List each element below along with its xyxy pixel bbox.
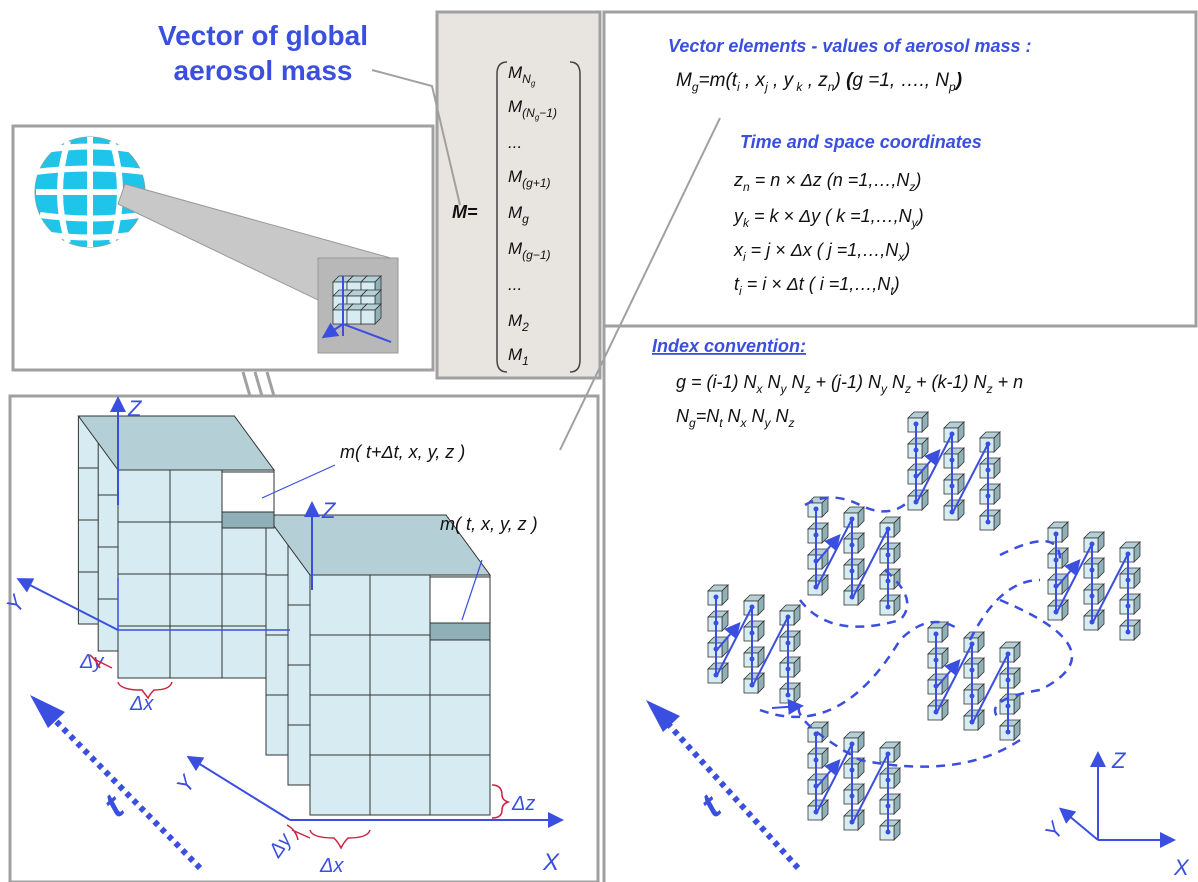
- matrix-row: M(g+1): [508, 167, 551, 190]
- index-formula-2: Ng=Nt Nx Ny Nz: [676, 406, 795, 430]
- matrix-right-bracket: [569, 61, 581, 373]
- front-dx-label: Δx: [319, 855, 344, 877]
- globe-icon: [34, 136, 146, 248]
- cube-chain-group: [927, 621, 1021, 741]
- front-dz-label: Δz: [511, 793, 535, 815]
- globe-panel-frame: [11, 124, 435, 372]
- label-m-t: m( t, x, y, z ): [440, 514, 538, 534]
- matrix-row: Mg: [508, 203, 529, 226]
- matrix-row: MNg: [508, 63, 536, 88]
- time-label-right: t: [693, 785, 730, 825]
- cube-chain-group: [707, 584, 801, 704]
- title-callout-line: [371, 69, 461, 206]
- right-y-axis: [1058, 807, 1099, 841]
- cube-chain-group: [907, 411, 1001, 531]
- cube-chains: [707, 411, 1141, 841]
- index-heading: Index convention:: [652, 336, 806, 356]
- coords-heading: Time and space coordinates: [740, 132, 982, 152]
- label-line-m-t-dt: [261, 464, 336, 499]
- chain-path-arrow: [771, 698, 804, 715]
- cube-stacks: [77, 415, 491, 816]
- back-z-label: Z: [127, 396, 143, 421]
- cube-chain-group: [1047, 521, 1141, 641]
- time-arrowhead-right: [646, 700, 680, 732]
- matrix-row: M(Ng−1): [508, 97, 557, 122]
- matrix-lhs: M=: [452, 202, 478, 222]
- matrix-row: M(g−1): [508, 239, 551, 262]
- matrix-row: M1: [508, 345, 529, 368]
- break-marks: [241, 371, 276, 397]
- chain-path-connectors: [759, 496, 1074, 768]
- title-line-2: aerosol mass: [174, 55, 353, 86]
- cube-chain-group: [807, 721, 901, 841]
- matrix-row: M2: [508, 311, 529, 334]
- right-z-label: Z: [1111, 748, 1127, 773]
- time-arrow-left: [42, 707, 203, 871]
- matrix-panel: [435, 10, 602, 380]
- matrix-left-bracket: [496, 61, 508, 373]
- time-label-left: t: [96, 785, 133, 825]
- matrix-row: ...: [508, 275, 522, 294]
- label-m-t-dt: m( t+Δt, x, y, z ): [340, 442, 465, 462]
- front-dx-brace: [309, 829, 371, 850]
- right-x-label: X: [1173, 855, 1190, 880]
- back-dy-label: Δy: [79, 651, 104, 673]
- time-arrowhead-left: [30, 695, 65, 728]
- back-y-axis: [16, 578, 119, 631]
- front-x-label: X: [542, 849, 560, 876]
- formula-panel-frame: [602, 10, 1198, 328]
- front-dy-label: Δy: [264, 829, 297, 862]
- title-line-1: Vector of global: [158, 20, 368, 51]
- label-line-m-t: [461, 559, 483, 621]
- cube-panel-frame: [8, 394, 600, 882]
- coord-line-z: zn = n × Δz (n =1,…,Nz): [733, 170, 921, 194]
- front-dy-brace: [286, 824, 311, 841]
- back-dx-brace: [117, 681, 173, 700]
- elements-heading: Vector elements - values of aerosol mass…: [668, 36, 1031, 56]
- front-y-axis: [186, 755, 291, 821]
- back-dy-brace: [89, 654, 113, 669]
- front-y-label: Y: [171, 770, 201, 797]
- coord-line-t: ti = i × Δt ( i =1,…,Nt): [734, 274, 900, 298]
- front-z-label: Z: [321, 498, 337, 523]
- matrix-row: ...: [508, 133, 522, 152]
- coord-line-x: xi = j × Δx ( j =1,…,Nx): [733, 240, 910, 264]
- time-arrow-right: [657, 712, 801, 871]
- back-y-label: Y: [1, 590, 31, 617]
- right-y-label: Y: [1040, 817, 1070, 844]
- index-formula-1: g = (i-1) Nx Ny Nz + (j-1) Ny Nz + (k-1)…: [676, 372, 1023, 396]
- coord-line-y: yk = k × Δy ( k =1,…,Ny): [732, 206, 924, 230]
- mini-cube-icon: [325, 275, 392, 342]
- element-callout-line: [559, 117, 721, 451]
- cube-chain-group: [807, 496, 901, 616]
- back-dx-label: Δx: [129, 693, 154, 715]
- front-dz-brace: [491, 784, 511, 819]
- elements-formula: Mg=m(ti , xj , y k , zn) (g =1, …., Np): [676, 70, 962, 94]
